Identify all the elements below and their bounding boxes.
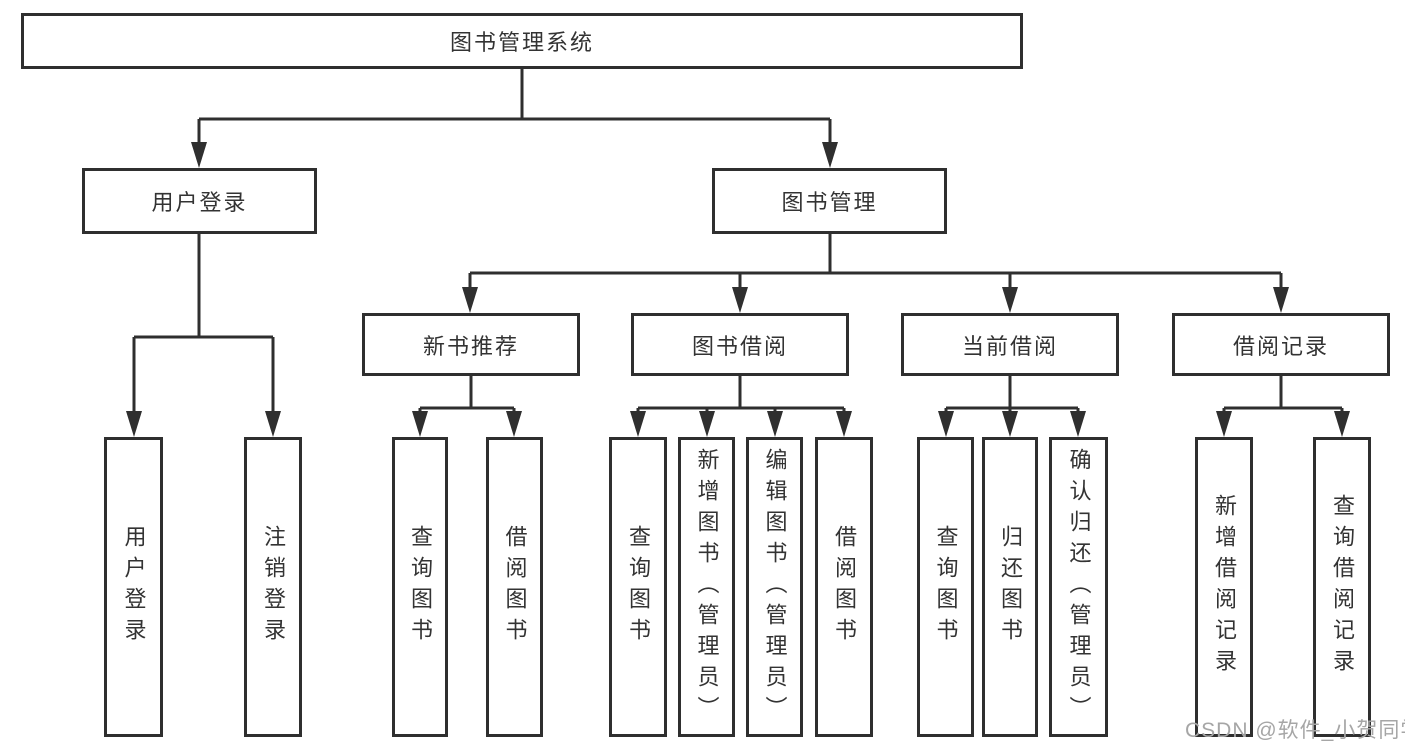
node-leaf-borrow-books-2: 借阅图书 <box>815 437 873 737</box>
node-leaf-edit-books-admin: 编辑图书（管理员） <box>746 437 803 737</box>
node-book-management: 图书管理 <box>712 168 947 234</box>
node-user-login-group: 用户登录 <box>82 168 317 234</box>
node-library-management-system: 图书管理系统 <box>21 13 1023 69</box>
node-leaf-logout: 注销登录 <box>244 437 302 737</box>
node-leaf-add-books-admin: 新增图书（管理员） <box>678 437 735 737</box>
node-leaf-query-books-1: 查询图书 <box>392 437 448 737</box>
node-leaf-return-books: 归还图书 <box>982 437 1038 737</box>
node-leaf-query-books-2: 查询图书 <box>609 437 667 737</box>
node-leaf-query-books-3: 查询图书 <box>917 437 974 737</box>
node-leaf-add-borrow-record: 新增借阅记录 <box>1195 437 1253 737</box>
node-current-borrow: 当前借阅 <box>901 313 1119 376</box>
node-new-book-recommend: 新书推荐 <box>362 313 580 376</box>
node-leaf-borrow-books-1: 借阅图书 <box>486 437 543 737</box>
node-leaf-confirm-return-admin: 确认归还（管理员） <box>1049 437 1108 737</box>
node-borrow-records: 借阅记录 <box>1172 313 1390 376</box>
node-book-borrow: 图书借阅 <box>631 313 849 376</box>
csdn-watermark: CSDN @软件_小贺同学 <box>1185 719 1405 742</box>
node-leaf-user-login: 用户登录 <box>104 437 163 737</box>
node-leaf-query-borrow-record: 查询借阅记录 <box>1313 437 1371 737</box>
